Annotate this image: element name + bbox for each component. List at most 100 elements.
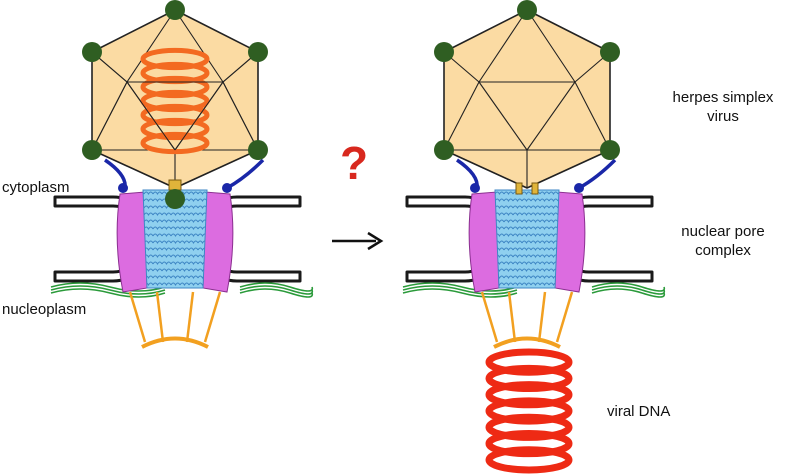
packaged-dna-coil (140, 47, 210, 155)
basket-filament (555, 291, 574, 343)
tether-anchor-right (222, 183, 232, 193)
nucleoplasm-label: nucleoplasm (2, 301, 87, 318)
after-scene (402, 0, 666, 474)
fibril-left (50, 288, 166, 298)
fibril-left (402, 288, 518, 298)
icosahedral-capsid-icon (91, 9, 259, 189)
fibril-right (591, 282, 666, 292)
virus-label-line-1: herpes simplex (672, 89, 774, 106)
nuclear-lamina-fibrils (50, 282, 314, 298)
vertex-protein (248, 140, 268, 160)
fibril-left (402, 282, 518, 292)
tether-anchor-left (118, 183, 128, 193)
nuclear-basket (128, 291, 222, 349)
dna-coil-turn (140, 131, 210, 155)
vertex-protein (600, 42, 620, 62)
cytoplasm-label: cytoplasm (2, 179, 70, 196)
nuclear-pore-complex-label: nuclear pore complex (658, 222, 788, 260)
vertex-protein (600, 140, 620, 160)
fibril-left (50, 285, 166, 295)
viral-dna-label: viral DNA (607, 403, 671, 420)
pore-central-channel (494, 189, 560, 289)
pore-scaffold-left (468, 191, 500, 293)
nuclear-lamina-fibrils (402, 282, 666, 298)
capsid-edge (174, 149, 259, 189)
tether-anchor-right (574, 183, 584, 193)
dna-coil-turn (485, 381, 573, 409)
fibril-right (591, 285, 666, 295)
capsid-edge (526, 9, 576, 83)
capsid-edge (574, 81, 611, 151)
released-viral-dna (485, 348, 573, 474)
nuclear-basket (480, 291, 574, 349)
fibril-right (239, 288, 314, 298)
dna-coil-turn (485, 397, 573, 425)
pore-scaffold-right (202, 191, 234, 293)
portal-vertex-protein (165, 189, 185, 209)
tether-anchor-left (470, 183, 480, 193)
fibril-left (50, 282, 166, 292)
capsid-edge (478, 81, 528, 151)
icosahedral-capsid-icon (443, 9, 611, 189)
basket-filament (185, 291, 195, 343)
vertex-proteins (82, 0, 268, 160)
vertex-protein (434, 42, 454, 62)
capsid-edge (443, 81, 480, 151)
vertex-protein (165, 0, 185, 20)
portal (168, 179, 182, 191)
nuclear-pore-icon (468, 189, 586, 293)
capsid-edge (526, 149, 611, 189)
dna-coil-turn (485, 348, 573, 376)
dna-coil-turn (485, 413, 573, 441)
dna-coil-turn (140, 89, 210, 113)
fibril-left (402, 285, 518, 295)
dna-coil-turn (140, 47, 210, 71)
portal-open-left (515, 182, 523, 195)
virus-label: herpes simplex virus (658, 88, 788, 126)
capsid-edge (478, 9, 528, 83)
pore-central-channel (142, 189, 208, 289)
tether-right (578, 158, 617, 190)
portal-open-right (531, 182, 539, 195)
capsid-edge-front (91, 81, 128, 151)
vertex-protein (82, 140, 102, 160)
dna-coil-turn (140, 103, 210, 127)
capsid-edge (126, 9, 176, 83)
basket-filament (155, 291, 165, 343)
virus-label-line-2: virus (707, 108, 739, 125)
capsid-edge (91, 149, 176, 189)
capsid-edge (443, 149, 528, 189)
basket-ring (141, 336, 209, 349)
dna-coil-turn (485, 446, 573, 474)
npc-label-line-2: complex (695, 242, 751, 259)
fibril-right (591, 288, 666, 298)
dna-coil-turn (485, 429, 573, 458)
basket-ring (493, 336, 561, 349)
dna-coil-turn (140, 117, 210, 141)
vertex-proteins (434, 0, 620, 160)
basket-filament (203, 291, 222, 343)
vertex-protein (248, 42, 268, 62)
vertex-protein (82, 42, 102, 62)
capsid-edge-front (126, 81, 176, 151)
basket-filament (537, 291, 547, 343)
question-mark: ? (340, 137, 369, 189)
tether-right (226, 158, 265, 190)
nuclear-pore-icon (116, 189, 234, 293)
right-arrow-icon (332, 231, 384, 251)
capsid-edge-front (222, 81, 259, 151)
npc-label-line-1: nuclear pore (681, 223, 765, 240)
pore-scaffold-right (554, 191, 586, 293)
pore-scaffold-left (116, 191, 148, 293)
capsid-edge-front (174, 81, 224, 151)
capsid-edge (526, 81, 576, 151)
fibril-right (239, 285, 314, 295)
basket-filament (480, 291, 499, 343)
basket-filament (128, 291, 147, 343)
dna-coil-turn (485, 364, 573, 393)
before-scene (50, 0, 314, 349)
dna-coil-turn (140, 75, 210, 99)
vertex-protein (434, 140, 454, 160)
fibril-right (239, 282, 314, 292)
